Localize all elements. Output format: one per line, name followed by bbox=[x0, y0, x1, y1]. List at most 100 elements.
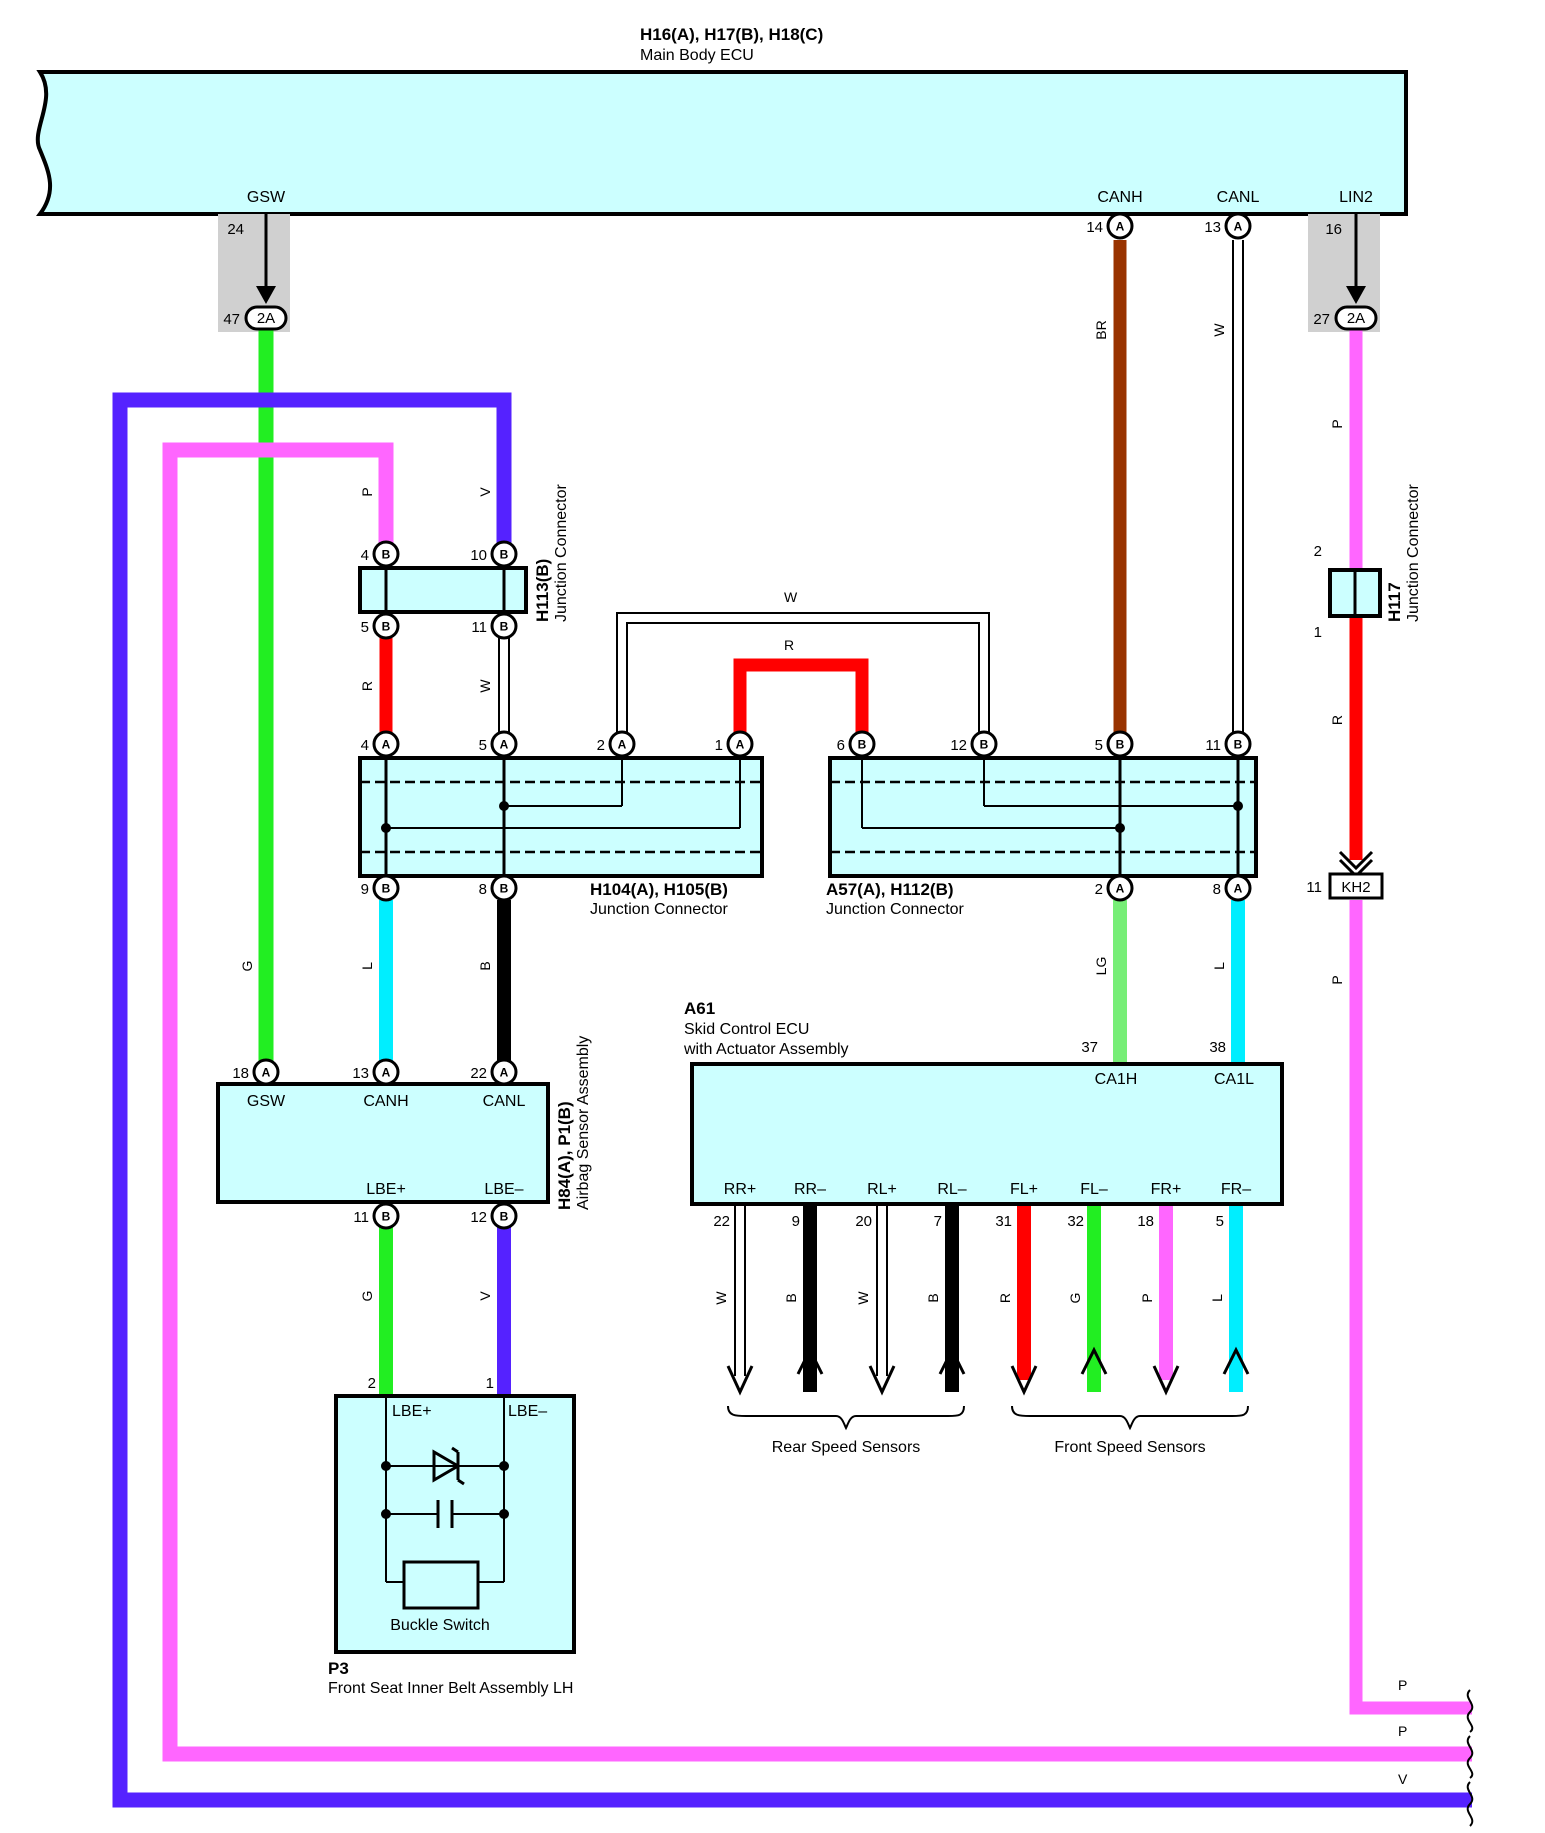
svg-text:B: B bbox=[382, 620, 391, 634]
svg-text:B: B bbox=[500, 1210, 509, 1224]
wire-break-marks bbox=[1466, 1689, 1474, 1827]
a61-rrm-label: RR– bbox=[794, 1181, 826, 1198]
buckle-switch-label: Buckle Switch bbox=[390, 1617, 490, 1634]
svg-text:B: B bbox=[382, 548, 391, 562]
svg-text:A: A bbox=[736, 738, 745, 752]
svg-text:18: 18 bbox=[232, 1065, 249, 1082]
a61-rlp-label: RL+ bbox=[867, 1181, 897, 1198]
wire-label-l: L bbox=[1209, 1294, 1225, 1302]
pin-number: 22 bbox=[713, 1213, 730, 1230]
svg-text:A: A bbox=[1116, 220, 1125, 234]
svg-text:B: B bbox=[1116, 738, 1125, 752]
wire-label-r: R bbox=[1329, 715, 1345, 725]
a61-skid-control-ecu: A61 Skid Control ECU with Actuator Assem… bbox=[683, 999, 1284, 1206]
p3-lbem-label: LBE– bbox=[508, 1403, 547, 1420]
wire-label-w: W bbox=[477, 679, 493, 693]
wire-w-loop bbox=[618, 614, 988, 740]
h113-pin-10: B 10 bbox=[470, 540, 518, 568]
a57-pin-5: B5 bbox=[1095, 730, 1134, 758]
pin-number: 1 bbox=[486, 1375, 494, 1392]
svg-text:11: 11 bbox=[471, 619, 487, 636]
svg-text:13: 13 bbox=[1204, 219, 1221, 236]
wire-label-v: V bbox=[1398, 1771, 1408, 1787]
kh2-label: KH2 bbox=[1341, 879, 1370, 896]
svg-text:11: 11 bbox=[353, 1209, 369, 1226]
a57-junction-connector: A57(A), H112(B) Junction Connector bbox=[826, 756, 1258, 918]
h84-airbag-sensor: GSW CANH CANL LBE+ LBE– H84(A), P1(B) Ai… bbox=[216, 1036, 592, 1210]
h113-junction-connector: H113(B) Junction Connector bbox=[358, 483, 570, 622]
svg-text:9: 9 bbox=[361, 881, 369, 898]
svg-text:A: A bbox=[262, 1066, 271, 1080]
a61-flm-label: FL– bbox=[1080, 1181, 1108, 1198]
h104-pin-9: B9 bbox=[361, 874, 400, 902]
wire-lin2-pink-lower bbox=[1349, 900, 1472, 1715]
svg-text:13: 13 bbox=[352, 1065, 369, 1082]
pin-number: 38 bbox=[1209, 1039, 1226, 1056]
wire-label-l: L bbox=[1211, 962, 1227, 970]
wire-label-p: P bbox=[1398, 1677, 1407, 1693]
p3-lbep-label: LBE+ bbox=[392, 1403, 432, 1420]
a61-ca1h-label: CA1H bbox=[1095, 1071, 1138, 1088]
wire-pink-loop bbox=[162, 442, 1472, 1762]
pin-number: 2 bbox=[368, 1375, 376, 1392]
svg-text:12: 12 bbox=[470, 1209, 487, 1226]
wire-label-b: B bbox=[477, 961, 493, 970]
p3-title: P3 bbox=[328, 1659, 349, 1678]
h113-pin-5: B5 bbox=[361, 612, 400, 640]
pin-number: 31 bbox=[995, 1213, 1012, 1230]
kh2-pin-11: 11 bbox=[1306, 879, 1322, 896]
svg-text:B: B bbox=[858, 738, 867, 752]
h117-junction-connector: 2 1 H117 Junction Connector bbox=[1314, 483, 1422, 641]
svg-text:B: B bbox=[500, 548, 509, 562]
main-ecu-subtitle: Main Body ECU bbox=[640, 47, 754, 64]
a57-pin-8: A8 bbox=[1213, 874, 1252, 902]
h117-pin-2: 2 bbox=[1314, 543, 1322, 560]
speed-sensor-groups: Rear Speed Sensors Front Speed Sensors bbox=[727, 1405, 1249, 1456]
wire-label-b: B bbox=[925, 1293, 941, 1302]
wire-label-g: G bbox=[239, 961, 255, 972]
h117-pin-1: 1 bbox=[1314, 624, 1322, 641]
wire-label-p: P bbox=[1139, 1293, 1155, 1302]
svg-text:14: 14 bbox=[1086, 219, 1103, 236]
h84-pin-12: B 12 bbox=[470, 1202, 518, 1230]
svg-text:12: 12 bbox=[950, 737, 967, 754]
wire-label-p: P bbox=[1329, 975, 1345, 984]
svg-text:2: 2 bbox=[597, 737, 605, 754]
wire-label-w: W bbox=[713, 1291, 729, 1305]
h84-gsw-label: GSW bbox=[247, 1093, 286, 1110]
ecu-pin-14: A 14 bbox=[1086, 212, 1134, 240]
ecu-lin2-label: LIN2 bbox=[1339, 189, 1373, 206]
svg-text:4: 4 bbox=[361, 737, 369, 754]
h113-pin-11: B 11 bbox=[471, 612, 518, 640]
wire-label-w: W bbox=[855, 1291, 871, 1305]
h104-subtitle: Junction Connector bbox=[590, 901, 729, 918]
svg-text:A: A bbox=[500, 738, 509, 752]
svg-text:A: A bbox=[500, 1066, 509, 1080]
h104-pin-2: A2 bbox=[597, 730, 636, 758]
a61-rlm-label: RL– bbox=[937, 1181, 966, 1198]
svg-text:10: 10 bbox=[470, 547, 487, 564]
main-body-ecu: H16(A), H17(B), H18(C) Main Body ECU GSW… bbox=[35, 25, 1408, 216]
svg-text:B: B bbox=[382, 882, 391, 896]
svg-text:A: A bbox=[382, 738, 391, 752]
p3-subtitle: Front Seat Inner Belt Assembly LH bbox=[328, 1680, 573, 1697]
wire-r-loop bbox=[733, 658, 869, 740]
h117-title: H117 bbox=[1385, 582, 1404, 622]
svg-text:B: B bbox=[500, 620, 509, 634]
svg-text:22: 22 bbox=[470, 1065, 487, 1082]
pin-number: 16 bbox=[1325, 221, 1342, 238]
a61-title: A61 bbox=[684, 999, 715, 1018]
h104-pin-1: A1 bbox=[715, 730, 754, 758]
h117-subtitle: Junction Connector bbox=[1405, 483, 1422, 622]
svg-text:2A: 2A bbox=[1347, 310, 1365, 327]
svg-text:8: 8 bbox=[479, 881, 487, 898]
svg-text:8: 8 bbox=[1213, 881, 1221, 898]
pin-number: 32 bbox=[1067, 1213, 1084, 1230]
a57-pin-6: B6 bbox=[837, 730, 876, 758]
h104-pin-5: A5 bbox=[479, 730, 518, 758]
